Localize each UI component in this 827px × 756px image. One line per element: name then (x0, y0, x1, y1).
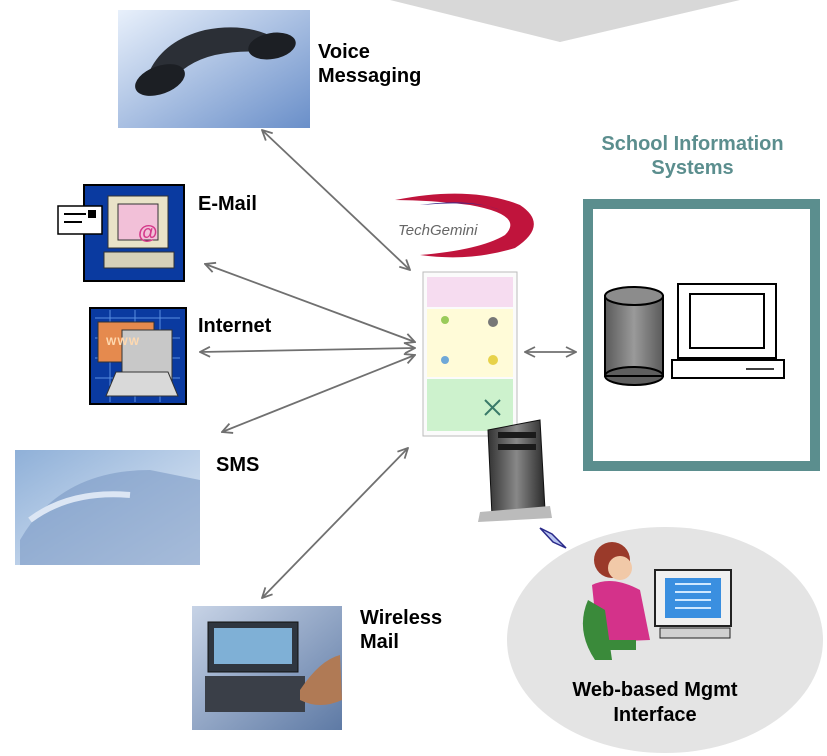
sis-frame (583, 199, 820, 471)
email-at-symbol: @ (138, 222, 158, 244)
arrow-email (205, 264, 415, 342)
mgmt-ellipse (507, 527, 823, 753)
desktop-computer-icon (671, 283, 785, 379)
email-label: E-Mail (198, 193, 257, 215)
internet-label: Internet (198, 315, 272, 337)
server-tower-icon (478, 419, 552, 522)
internet-computer-icon (89, 307, 187, 405)
sms-label: SMS (216, 454, 260, 476)
central-app-screen (422, 271, 518, 437)
connector-arrows (200, 130, 576, 598)
mgmt-link-diamond (539, 527, 567, 549)
techgemini-wordmark: TechGemini (398, 222, 478, 239)
phone-handset-icon (118, 10, 310, 128)
mgmt-interface-group (507, 527, 823, 753)
techgemini-logo: TechGemini (395, 193, 534, 258)
www-text: WWW (106, 336, 141, 348)
database-cylinder-icon (604, 286, 664, 386)
arrow-internet (200, 348, 415, 352)
pda-device-icon (192, 606, 342, 730)
arrow-wireless (262, 448, 408, 598)
arrow-sms (222, 355, 415, 432)
email-computer-icon (57, 184, 185, 282)
arrow-voice (262, 130, 410, 270)
mobile-phone-icon (15, 450, 200, 565)
woman-at-computer-icon (582, 542, 732, 660)
